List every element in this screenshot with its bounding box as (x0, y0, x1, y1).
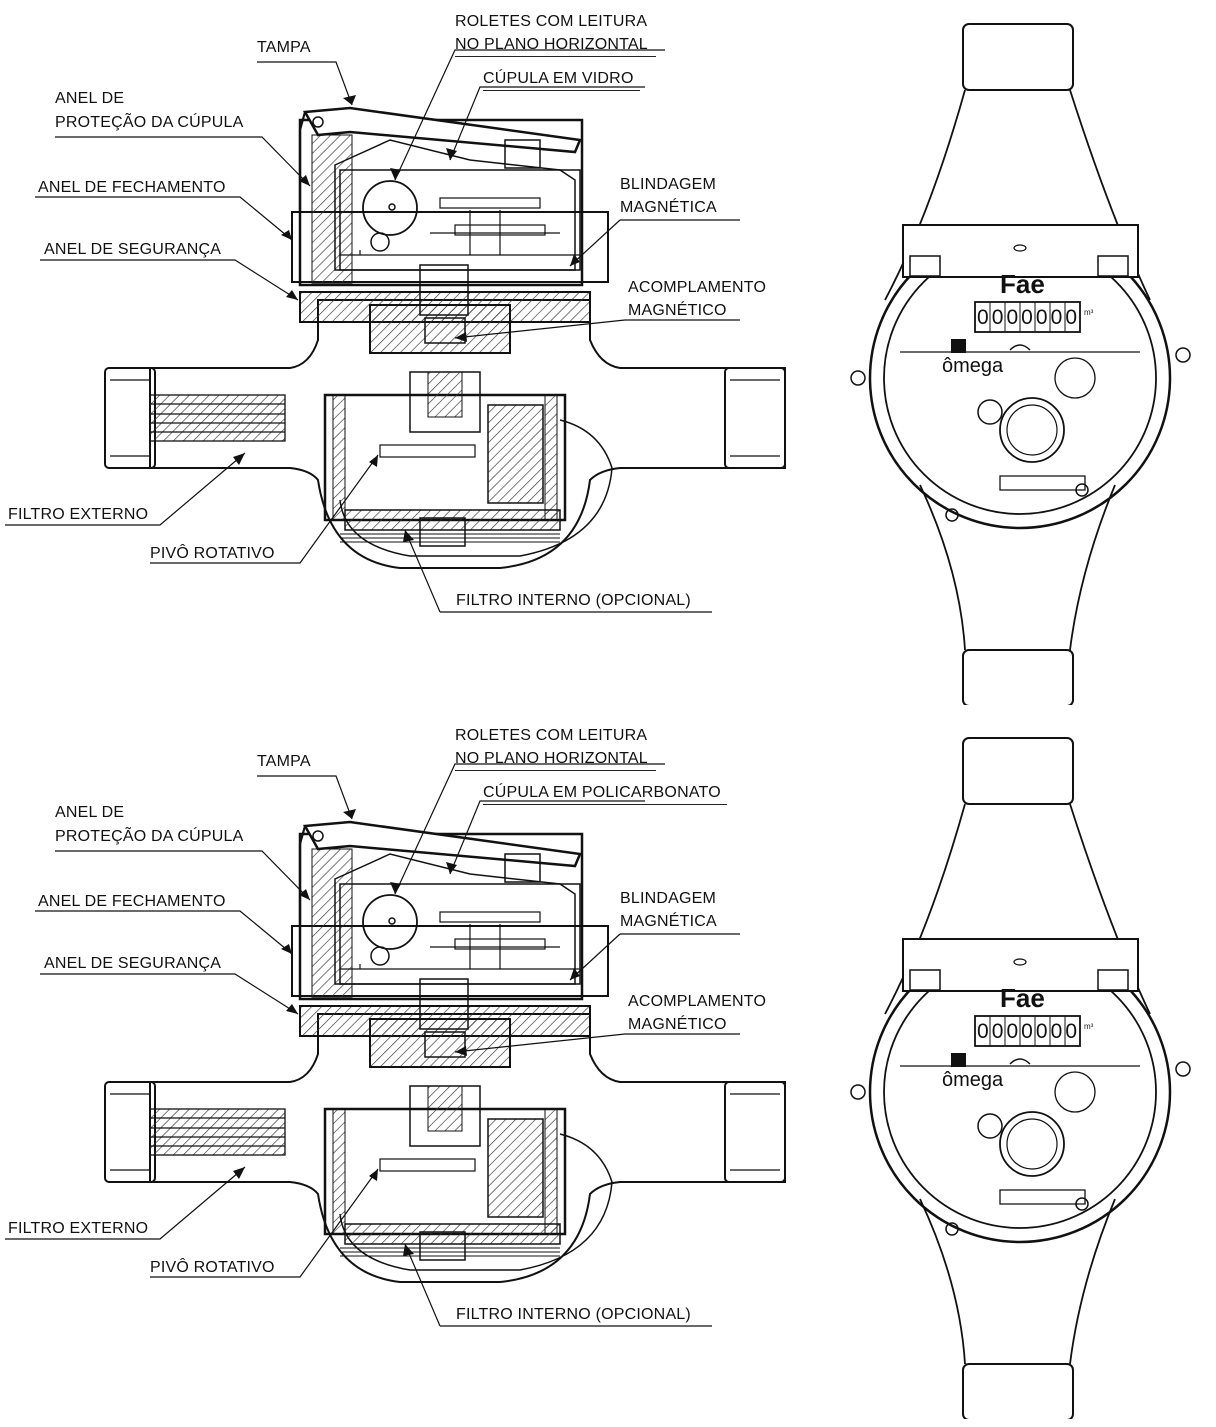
front-view-text: Fae 0000000 m³ ômega (942, 983, 1094, 1091)
label-filtro-externo: FILTRO EXTERNO (8, 1220, 149, 1237)
label-anel-seguranca: ANEL DE SEGURANÇA (44, 955, 222, 972)
measuring-chamber (323, 1085, 567, 1261)
label-cupula: CÚPULA EM VIDRO (483, 67, 640, 91)
label-roletes-line2: NO PLANO HORIZONTAL (455, 33, 656, 57)
brand-logo: Fae (1000, 269, 1045, 299)
label-blindagem-line2: MAGNÉTICA (620, 199, 717, 216)
label-anel-seguranca: ANEL DE SEGURANÇA (44, 241, 222, 258)
meter-drawing: Fae 0000000 m³ ômega (5, 23, 1191, 705)
model-name: ômega (942, 1069, 1004, 1091)
outlet-connector (724, 1081, 786, 1183)
leader-lines (5, 763, 740, 1327)
label-filtro-interno: FILTRO INTERNO (OPCIONAL) (456, 592, 691, 609)
counter-reading: 0000000 (977, 306, 1077, 329)
label-anel-fechamento: ANEL DE FECHAMENTO (38, 179, 226, 196)
label-filtro-interno: FILTRO INTERNO (OPCIONAL) (456, 1306, 691, 1323)
external-filter (149, 394, 286, 442)
external-filter (149, 1108, 286, 1156)
meter-drawing: Fae 0000000 m³ ômega (5, 737, 1191, 1419)
front-view (850, 737, 1191, 1419)
leader-lines (5, 49, 740, 613)
leader-arrowheads (233, 809, 580, 1256)
register-housing (291, 118, 609, 287)
label-roletes-line2: NO PLANO HORIZONTAL (455, 747, 656, 771)
label-blindagem-line2: MAGNÉTICA (620, 913, 717, 930)
label-blindagem-line1: BLINDAGEM (620, 176, 717, 193)
label-acoplamento-line1: ACOMPLAMENTO (628, 279, 767, 296)
outlet-connector (724, 367, 786, 469)
leader-arrowheads (233, 95, 580, 542)
measuring-chamber (323, 371, 567, 547)
label-cupula: CÚPULA EM POLICARBONATO (483, 781, 727, 805)
counter-cells (989, 302, 1066, 332)
meter-panel-2: Fae 0000000 m³ ômega TAMPA ROLETES COM L… (0, 714, 1216, 1419)
flow-dial (999, 397, 1065, 463)
inlet-connector (104, 1081, 156, 1183)
counter-unit: m³ (1084, 308, 1094, 317)
magnetic-coupling (299, 978, 591, 1068)
lid (298, 106, 582, 210)
bottom-connector (962, 649, 1074, 705)
model-name: ômega (942, 355, 1004, 377)
top-connector (962, 23, 1074, 91)
label-anel-protecao-line2: PROTEÇÃO DA CÚPULA (55, 114, 244, 131)
label-acoplamento-line2: MAGNÉTICO (628, 1016, 727, 1033)
top-connector (962, 737, 1074, 805)
label-tampa: TAMPA (257, 39, 311, 56)
label-blindagem-line1: BLINDAGEM (620, 890, 717, 907)
label-anel-protecao-line1: ANEL DE (55, 90, 125, 107)
flow-dial (999, 1111, 1065, 1177)
protection-bar (902, 938, 1139, 992)
label-acoplamento-line1: ACOMPLAMENTO (628, 993, 767, 1010)
counter-cells (989, 1016, 1066, 1046)
counter-unit: m³ (1084, 1022, 1094, 1031)
label-anel-protecao-line1: ANEL DE (55, 804, 125, 821)
label-filtro-externo: FILTRO EXTERNO (8, 506, 149, 523)
sensitivity-dial (1054, 357, 1096, 399)
label-roletes-line1: ROLETES COM LEITURA (455, 727, 648, 744)
lid (298, 820, 582, 924)
counter-window (974, 301, 1081, 333)
label-acoplamento-line2: MAGNÉTICO (628, 302, 727, 319)
sensitivity-dial (1054, 1071, 1096, 1113)
meter-panel-1: Fae 0000000 m³ ômega TAMPA ROLETES COM L… (0, 0, 1216, 705)
label-tampa: TAMPA (257, 753, 311, 770)
label-pivo-rotativo: PIVÔ ROTATIVO (150, 545, 275, 562)
cross-section (104, 106, 786, 569)
cross-section (104, 820, 786, 1283)
front-view-text: Fae 0000000 m³ ômega (942, 269, 1094, 377)
label-pivo-rotativo: PIVÔ ROTATIVO (150, 1259, 275, 1276)
label-anel-fechamento: ANEL DE FECHAMENTO (38, 893, 226, 910)
register-housing (291, 832, 609, 1001)
label-anel-protecao-line2: PROTEÇÃO DA CÚPULA (55, 828, 244, 845)
counter-reading: 0000000 (977, 1020, 1077, 1043)
front-view (850, 23, 1191, 705)
counter-window (974, 1015, 1081, 1047)
magnetic-coupling (299, 264, 591, 354)
inlet-connector (104, 367, 156, 469)
label-roletes-line1: ROLETES COM LEITURA (455, 13, 648, 30)
brand-logo: Fae (1000, 983, 1045, 1013)
bottom-connector (962, 1363, 1074, 1419)
